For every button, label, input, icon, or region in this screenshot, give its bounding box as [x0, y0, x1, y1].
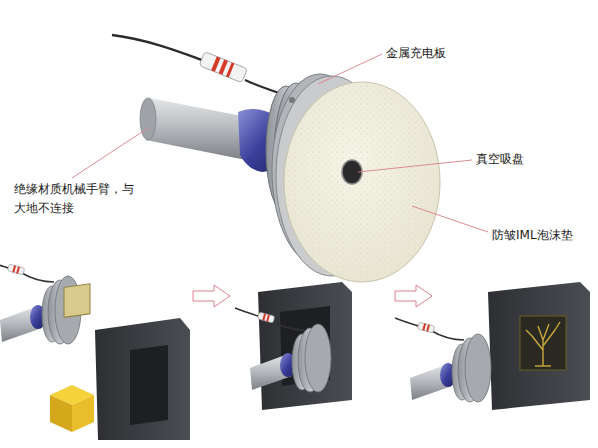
- robot-arm: [146, 98, 252, 160]
- cable: [112, 35, 202, 60]
- mold-block: [488, 282, 590, 410]
- iml-pattern: [526, 322, 560, 366]
- leader-lines: [72, 54, 488, 232]
- insert-cube: [50, 385, 94, 432]
- callout-label: 金属充电板: [386, 44, 446, 63]
- foam-pad: [284, 82, 440, 282]
- callout-label: 防皱IML泡沫垫: [492, 226, 573, 245]
- callout-label: 绝缘材质机械手臂，与 大地不连接: [14, 180, 140, 217]
- callout-label: 真空吸盘: [476, 150, 524, 169]
- connector: [199, 52, 247, 83]
- mold-block: [95, 318, 190, 440]
